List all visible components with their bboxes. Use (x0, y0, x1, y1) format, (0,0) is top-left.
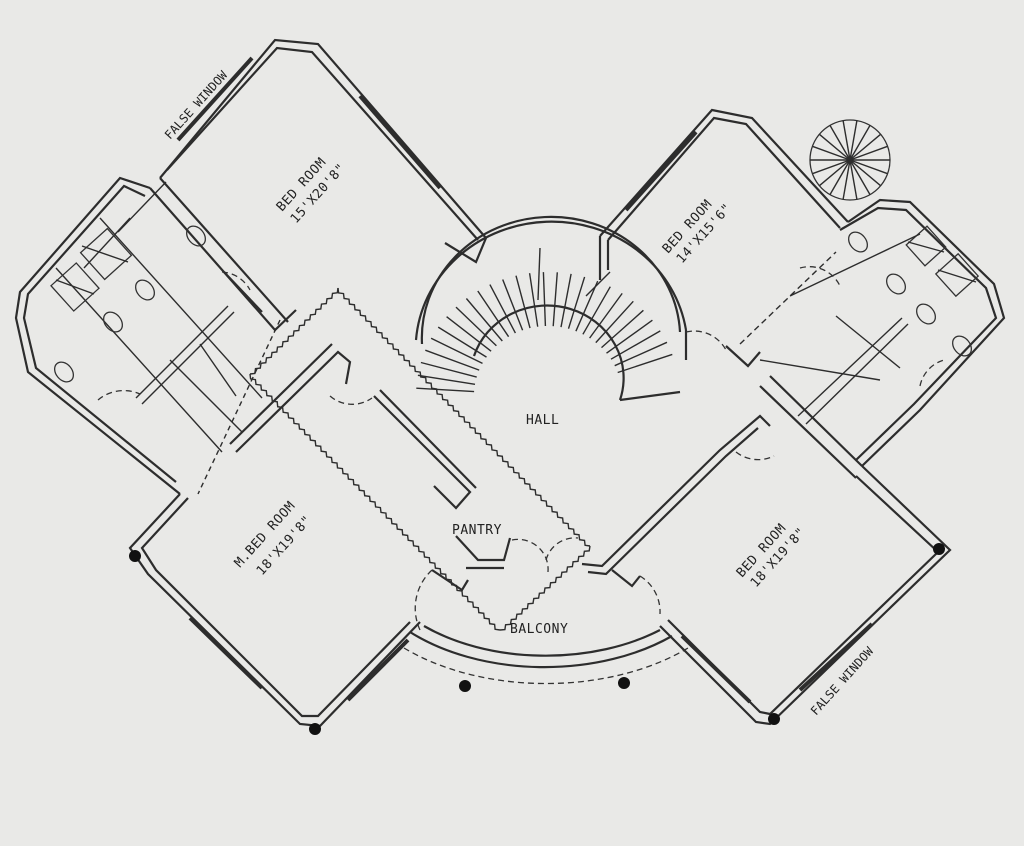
spiral-step (849, 159, 871, 195)
spiral-step (849, 145, 888, 161)
window-top-left-room (358, 94, 442, 190)
wash-basin (185, 225, 207, 247)
stair-tread (515, 275, 531, 329)
spiral-step (849, 159, 888, 175)
shower-tray (50, 262, 100, 312)
external-spiral-stair (809, 119, 891, 201)
spiral-step (829, 125, 851, 161)
window-master-bedroom-2 (346, 638, 410, 702)
stair-tread (589, 292, 623, 339)
toilet (885, 273, 907, 295)
pantry-balcony (403, 535, 689, 692)
spiral-step (849, 159, 882, 187)
window-bottom-right-room (680, 634, 752, 704)
spiral-step (818, 159, 851, 187)
label-balcony: BALCONY (510, 622, 568, 637)
label-hall: HALL (526, 413, 559, 428)
stair-tread (489, 284, 517, 334)
window-top-right-room (624, 130, 698, 212)
label-pantry: PANTRY (452, 523, 502, 538)
column (309, 723, 321, 735)
central-corridor (249, 287, 591, 631)
stair-tread (582, 286, 611, 335)
stair-tread (420, 361, 477, 378)
left-bath-block (14, 176, 263, 495)
spiral-step (829, 159, 851, 195)
top-right-bedroom-wing (598, 108, 849, 368)
column (618, 677, 630, 689)
stair-tread (425, 349, 480, 371)
wash-basin (847, 231, 869, 253)
spiral-step (849, 125, 871, 161)
spiral-step (849, 133, 882, 161)
stair-tread (465, 298, 503, 342)
column (459, 680, 471, 692)
wash-basin (53, 361, 75, 383)
stair-tread (455, 306, 497, 347)
master-bedroom-wing (128, 319, 477, 735)
wash-basin (951, 335, 973, 357)
false-window-top (176, 56, 254, 142)
stair-tread (416, 387, 475, 393)
spiral-step (849, 159, 858, 200)
stair-tread (528, 273, 539, 327)
stair-tread (617, 353, 673, 374)
toilet (915, 303, 937, 325)
spiral-staircase (414, 215, 688, 402)
stair-tread (552, 272, 558, 327)
stair-tread (575, 280, 599, 332)
stair-tread (477, 290, 510, 338)
shower-tray (79, 227, 133, 281)
room-labels: BED ROOM 15'X20'8" BED ROOM 14'X15'6" M.… (162, 68, 877, 718)
stair-tread (437, 326, 487, 358)
spiral-step (812, 159, 851, 175)
stair-tread (595, 300, 634, 344)
spiral-step (812, 145, 851, 161)
column (933, 543, 945, 555)
spiral-step (842, 120, 851, 161)
false-window-bottom (798, 622, 874, 692)
column (129, 550, 141, 562)
spiral-step (849, 120, 858, 161)
stair-tread (560, 273, 572, 328)
stair-tread (567, 276, 586, 329)
spiral-step (842, 159, 851, 200)
stair-tread (502, 279, 524, 331)
stair-tread (610, 330, 661, 360)
toilet (102, 311, 124, 333)
stair-tread (446, 316, 492, 352)
stair-tread (614, 341, 668, 367)
stair-tread (430, 337, 483, 365)
bottom-right-bedroom-wing (581, 414, 952, 726)
toilet (134, 279, 156, 301)
column (768, 713, 780, 725)
spiral-step (818, 133, 851, 161)
right-bath-block (759, 198, 1006, 479)
stair-tread (417, 374, 476, 385)
shower-tray (934, 252, 980, 298)
window-master-bedroom (188, 616, 264, 690)
stair-tread (606, 319, 653, 354)
stair-tread (542, 272, 547, 327)
stair-tread (601, 309, 644, 349)
